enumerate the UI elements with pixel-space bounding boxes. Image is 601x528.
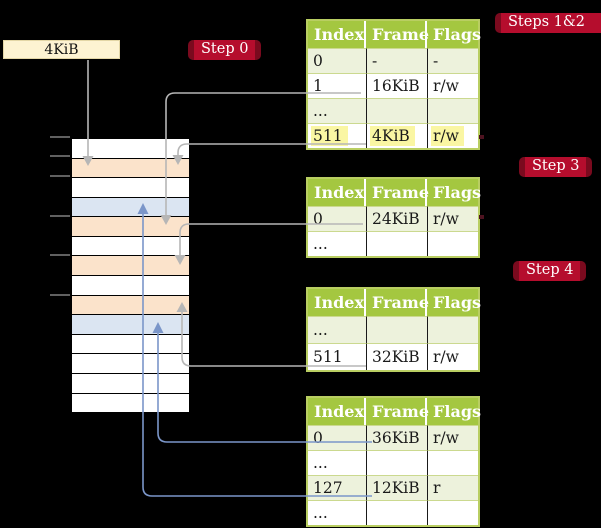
cell-flags: - bbox=[428, 48, 478, 73]
table-row: ... bbox=[308, 500, 478, 525]
table-row: 0 - - bbox=[308, 48, 478, 73]
cell-frame bbox=[367, 231, 428, 256]
cell-index: 511 bbox=[308, 123, 367, 148]
memory-frame-row bbox=[72, 393, 189, 413]
table-row: 127 12KiB r bbox=[308, 475, 478, 500]
cell-frame: 32KiB bbox=[367, 343, 428, 370]
step-0-badge: Step 0 bbox=[188, 40, 262, 60]
page-size-label: 4KiB bbox=[3, 40, 120, 59]
page-table-level-1: Index Frame Flags 0 - - 1 16KiB r/w ... … bbox=[306, 19, 482, 150]
column-header-flags: Flags bbox=[433, 293, 482, 312]
cell-frame: - bbox=[367, 48, 428, 73]
column-header-index: Index bbox=[308, 289, 367, 316]
column-header-frame: Frame bbox=[366, 398, 429, 425]
memory-frame-row bbox=[72, 295, 189, 316]
cell-index: 0 bbox=[308, 425, 367, 450]
cell-index: ... bbox=[308, 450, 367, 475]
memory-frame-row bbox=[72, 158, 189, 179]
connector-stub bbox=[479, 135, 484, 139]
highlighted-value: r/w bbox=[431, 126, 464, 146]
step-3-text: Step 3 bbox=[532, 158, 580, 174]
cell-frame: 24KiB bbox=[367, 206, 428, 231]
cell-flags: r/w bbox=[428, 343, 478, 370]
cell-index: 1 bbox=[308, 73, 367, 98]
table-header-row: Index Frame Flags bbox=[308, 398, 482, 425]
physical-memory-column bbox=[70, 137, 191, 414]
cell-flags: r/w bbox=[428, 425, 478, 450]
memory-frame-row bbox=[72, 276, 189, 296]
memory-frame-row bbox=[72, 139, 189, 159]
table-row: 0 36KiB r/w bbox=[308, 425, 478, 450]
step-4-badge: Step 4 bbox=[513, 261, 587, 281]
memory-frame-row bbox=[72, 178, 189, 198]
table-row: 0 24KiB r/w bbox=[308, 206, 478, 231]
page-table-level-4: Index Frame Flags 0 36KiB r/w ... 127 12… bbox=[306, 396, 482, 527]
cell-index: ... bbox=[308, 231, 367, 256]
cell-frame: 36KiB bbox=[367, 425, 428, 450]
cell-flags bbox=[428, 316, 478, 343]
column-header-index: Index bbox=[308, 398, 367, 425]
step-0-text: Step 0 bbox=[201, 41, 249, 57]
step-3-badge: Step 3 bbox=[519, 157, 593, 177]
cell-frame bbox=[367, 98, 428, 123]
page-size-text: 4KiB bbox=[44, 41, 79, 58]
memory-tick-marks bbox=[50, 136, 70, 296]
step-4-text: Step 4 bbox=[526, 262, 574, 278]
cell-frame bbox=[367, 450, 428, 475]
column-header-flags: Flags bbox=[433, 402, 482, 421]
table-row: ... bbox=[308, 231, 478, 256]
memory-frame-row bbox=[72, 315, 189, 335]
column-header-frame: Frame bbox=[366, 289, 429, 316]
cell-frame: 4KiB bbox=[367, 123, 428, 148]
table-row: ... bbox=[308, 450, 478, 475]
table-row: ... bbox=[308, 98, 478, 123]
cell-index: 511 bbox=[308, 343, 367, 370]
cell-flags: r/w bbox=[428, 123, 478, 148]
column-header-flags: Flags bbox=[433, 183, 482, 202]
column-header-index: Index bbox=[308, 21, 367, 48]
cell-index: ... bbox=[308, 500, 367, 525]
memory-frame-row bbox=[72, 354, 189, 374]
connector-stub bbox=[479, 215, 484, 219]
cell-flags: r bbox=[428, 475, 478, 500]
table-header-row: Index Frame Flags bbox=[308, 289, 482, 316]
memory-frame-row bbox=[72, 373, 189, 394]
cell-frame: 12KiB bbox=[367, 475, 428, 500]
table-row-highlighted: 511 4KiB r/w bbox=[308, 123, 478, 148]
memory-frame-row bbox=[72, 256, 189, 277]
steps-1-2-text: Steps 1&2 bbox=[508, 14, 586, 30]
cell-flags bbox=[428, 98, 478, 123]
cell-frame: 16KiB bbox=[367, 73, 428, 98]
page-table-level-2: Index Frame Flags 0 24KiB r/w ... bbox=[306, 177, 482, 258]
cell-index: 0 bbox=[308, 48, 367, 73]
cell-flags: r/w bbox=[428, 73, 478, 98]
cell-index: ... bbox=[308, 316, 367, 343]
cell-index: 127 bbox=[308, 475, 367, 500]
table-row: 511 32KiB r/w bbox=[308, 343, 478, 370]
column-header-frame: Frame bbox=[366, 21, 429, 48]
memory-frame-row bbox=[72, 236, 189, 257]
memory-frame-row bbox=[72, 217, 189, 237]
cell-index: 0 bbox=[308, 206, 367, 231]
cell-flags bbox=[428, 500, 478, 525]
column-header-frame: Frame bbox=[366, 179, 429, 206]
table-row: 1 16KiB r/w bbox=[308, 73, 478, 98]
highlighted-value: 511 bbox=[311, 126, 348, 146]
cell-flags: r/w bbox=[428, 206, 478, 231]
cell-flags bbox=[428, 450, 478, 475]
page-table-level-3: Index Frame Flags ... 511 32KiB r/w bbox=[306, 287, 482, 372]
highlighted-value: 4KiB bbox=[370, 126, 415, 146]
cell-frame bbox=[367, 500, 428, 525]
column-header-flags: Flags bbox=[433, 25, 482, 44]
table-header-row: Index Frame Flags bbox=[308, 179, 482, 206]
memory-frame-row bbox=[72, 334, 189, 355]
table-header-row: Index Frame Flags bbox=[308, 21, 482, 48]
steps-1-2-badge: Steps 1&2 bbox=[495, 13, 601, 33]
column-header-index: Index bbox=[308, 179, 367, 206]
cell-index: ... bbox=[308, 98, 367, 123]
table-row: ... bbox=[308, 316, 478, 343]
cell-frame bbox=[367, 316, 428, 343]
cell-flags bbox=[428, 231, 478, 256]
memory-frame-row bbox=[72, 197, 189, 218]
